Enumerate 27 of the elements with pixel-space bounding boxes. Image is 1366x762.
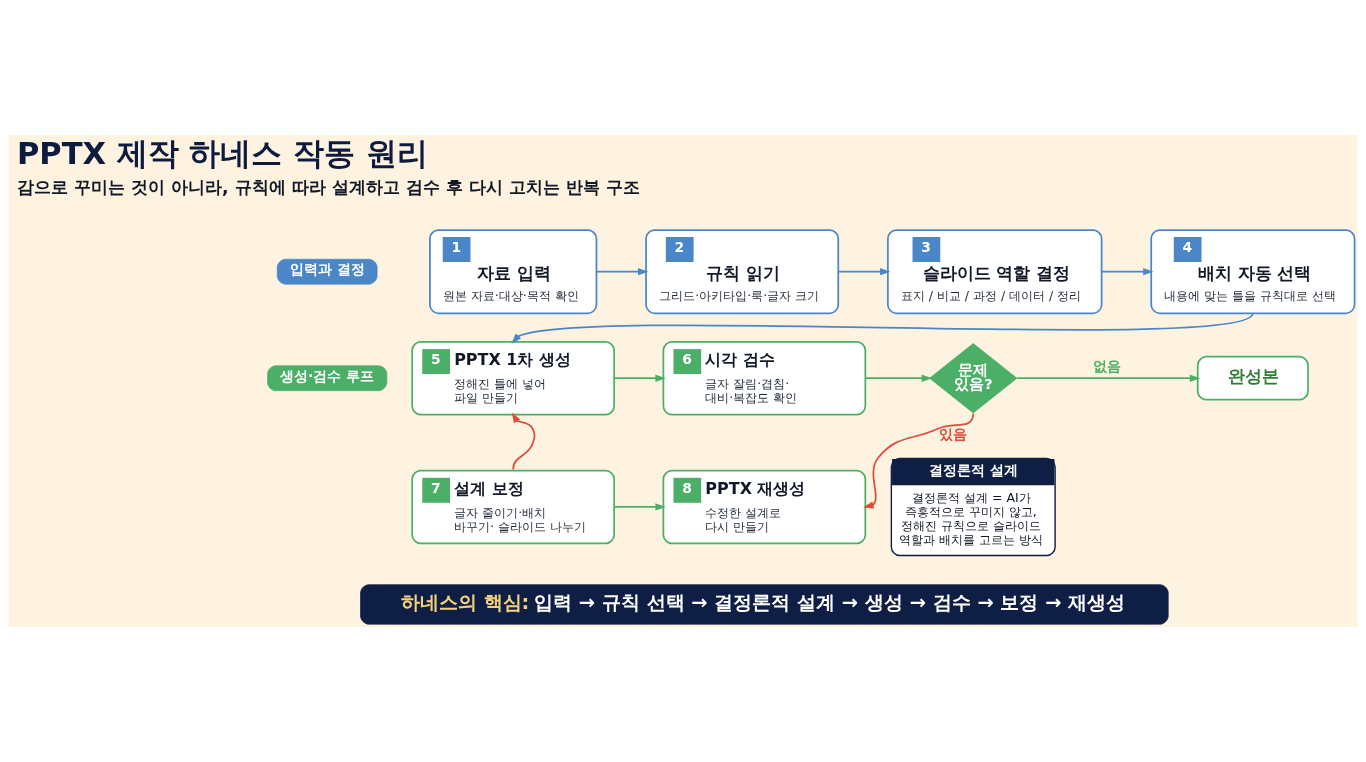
edge-label: 없음 [1093,358,1122,375]
edge-label: 있음 [938,425,967,442]
node-box: 7 설계 보정 글자 줄이기·배치 바꾸기· 슬라이드 나누기 [411,469,615,545]
node-box: 1 자료 입력 원본 자료·대상·목적 확인 [429,229,598,315]
arrow [613,374,666,382]
arrow [1016,374,1201,382]
node-box: 3 슬라이드 역할 결정 표지 / 비교 / 과정 / 데이터 / 정리 [887,229,1103,315]
diagram-title: PPTX 제작 하네스 작동 원리 [17,136,428,172]
arrow [837,268,891,276]
node-box: 하네스의 핵심: 입력 → 규칙 선택 → 결정론적 설계 → 생성 → 검수 → 보정 → 재생성 [360,584,1169,625]
node-box: 2 규칙 읽기 그리드·아키타입·룩·글자 크기 [645,229,840,315]
label: 감으로 꾸미는 것이 아니라, 규칙에 따라 설계하고 검수 후 다시 고치는 반복 구조 [17,176,640,197]
node-box: 완성본 [1196,355,1309,401]
node-box: 입력과 결정 [276,258,378,285]
node-box: 4 배치 자동 선택 내용에 맞는 틀을 규칙대로 선택 [1150,229,1356,315]
arrow [864,374,933,382]
node-box: 생성·검수 루프 [267,365,388,392]
node-diamond: 문제 있음? [929,343,1018,414]
arrow [595,268,649,276]
node-box: 8 PPTX 재생성 수정한 설계로 다시 만들기 [662,469,867,545]
arrow [863,412,975,509]
node-box: 6 시각 검수 글자 잘림·겹침· 대비·복잡도 확인 [662,340,867,416]
arrow [1100,268,1154,276]
node-box: 5 PPTX 1차 생성 정해진 틀에 넣어 파일 만들기 [411,340,615,416]
arrow [511,412,536,471]
arrow [613,503,666,511]
arrow [511,312,1254,344]
